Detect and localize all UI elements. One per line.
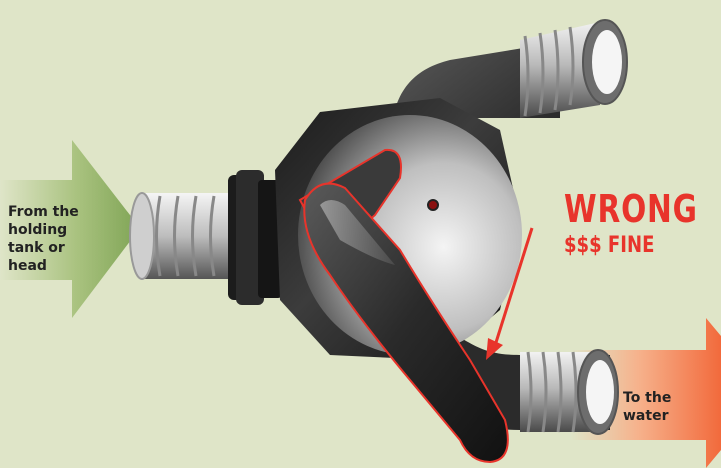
lower-hose-barb [520, 350, 618, 434]
warning-title: WRONG [564, 190, 698, 228]
upper-hose-barb [520, 20, 627, 118]
outlet-label: To the water [623, 389, 693, 425]
inlet-label: From the holding tank or head [8, 203, 98, 275]
rivet-icon [428, 200, 438, 210]
valve-collar [228, 170, 282, 305]
warning-subtitle: $$$ FINE [564, 234, 654, 258]
